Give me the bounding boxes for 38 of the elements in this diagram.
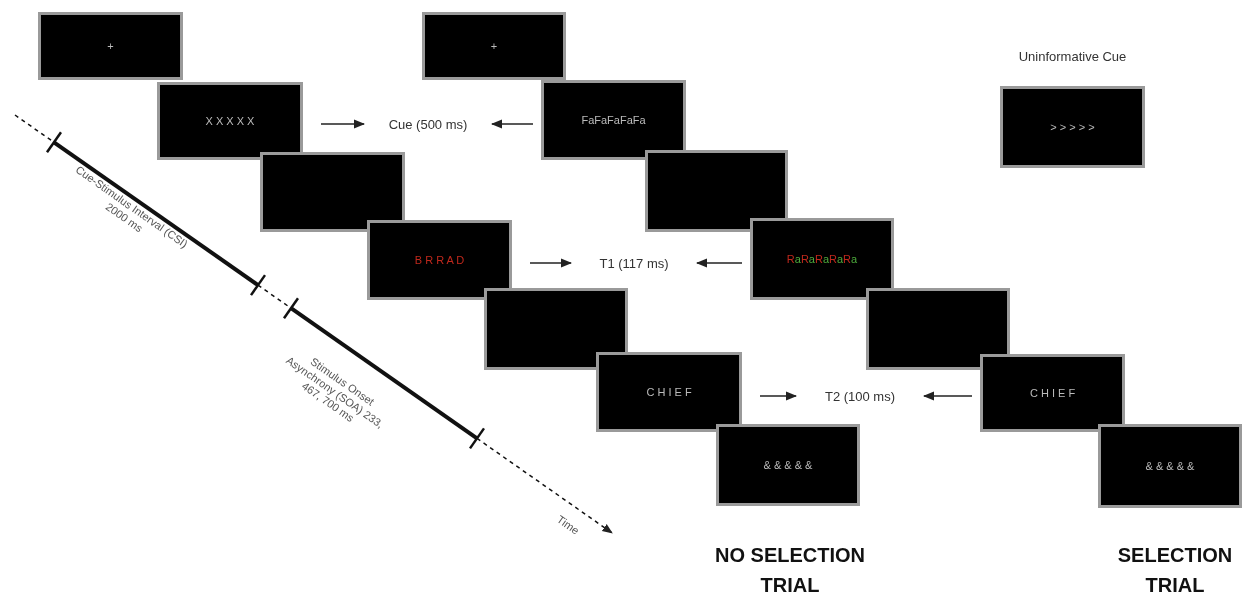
blank-screen [645, 150, 788, 232]
stimulus-screen [541, 80, 686, 160]
stimulus-text: B R R A D [414, 254, 465, 266]
stimulus-text: + [490, 40, 498, 52]
stimulus-text: + [107, 40, 114, 52]
arrow [695, 258, 743, 268]
stimulus-screen [1000, 86, 1145, 168]
trial-label: SELECTION TRIAL [1116, 543, 1234, 597]
heading-text: Uninformative Cue [1017, 47, 1128, 66]
stimulus-text: C H I E F [646, 386, 692, 398]
arrow [759, 391, 798, 401]
stimulus-text: RaRaRaRaRa [786, 253, 858, 265]
blank-screen [260, 152, 405, 232]
stimulus-text: X X X X X [205, 115, 255, 127]
stimulus-screen [422, 12, 566, 80]
blank-screen [866, 288, 1010, 370]
stimulus-text: & & & & & [763, 459, 813, 471]
duration-label: Cue (500 ms) [368, 112, 488, 136]
stimulus-screen [38, 12, 183, 80]
stimulus-text: FaFaFaFaFa [581, 114, 646, 126]
blank-screen [484, 288, 628, 370]
arrow [529, 258, 573, 268]
stimulus-screen [980, 354, 1125, 432]
stimulus-screen [750, 218, 894, 300]
stimulus-text: & & & & & [1145, 460, 1195, 472]
arrow [490, 119, 534, 129]
stimulus-text: C H I E F [1029, 387, 1076, 399]
stimulus-screen [716, 424, 860, 506]
stimulus-screen [157, 82, 303, 160]
arrow [320, 119, 366, 129]
duration-label: T2 (100 ms) [800, 384, 920, 408]
stimulus-screen [1098, 424, 1242, 508]
stimulus-screen [367, 220, 512, 300]
stimulus-text: > > > > > [1050, 121, 1095, 133]
stimulus-screen [596, 352, 742, 432]
trial-label: NO SELECTION TRIAL [714, 543, 866, 597]
arrow [922, 391, 973, 401]
duration-label: T1 (117 ms) [575, 251, 693, 275]
